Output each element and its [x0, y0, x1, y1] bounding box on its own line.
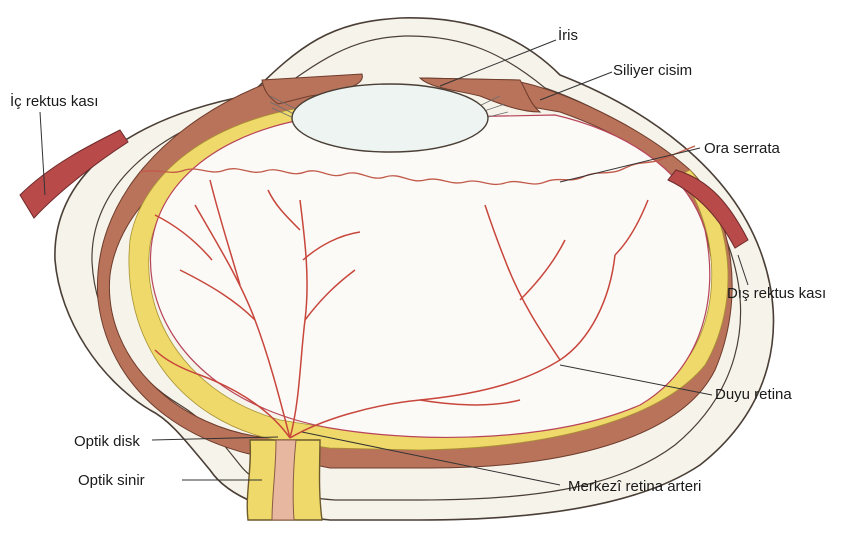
- label-central-retinal-artery: Merkezî retina arteri: [568, 478, 701, 495]
- label-ora-serrata: Ora serrata: [704, 140, 780, 157]
- label-optic-nerve: Optik sinir: [78, 472, 145, 489]
- label-sensory-retina: Duyu retina: [715, 386, 792, 403]
- label-medial-rectus: İç rektus kası: [10, 93, 98, 110]
- optic-nerve-center: [272, 440, 296, 520]
- label-iris: İris: [558, 27, 578, 44]
- label-ciliary-body: Siliyer cisim: [613, 62, 692, 79]
- label-lateral-rectus: Dış rektus kası: [727, 285, 826, 302]
- label-optic-disc: Optik disk: [74, 433, 140, 450]
- lens: [292, 84, 488, 152]
